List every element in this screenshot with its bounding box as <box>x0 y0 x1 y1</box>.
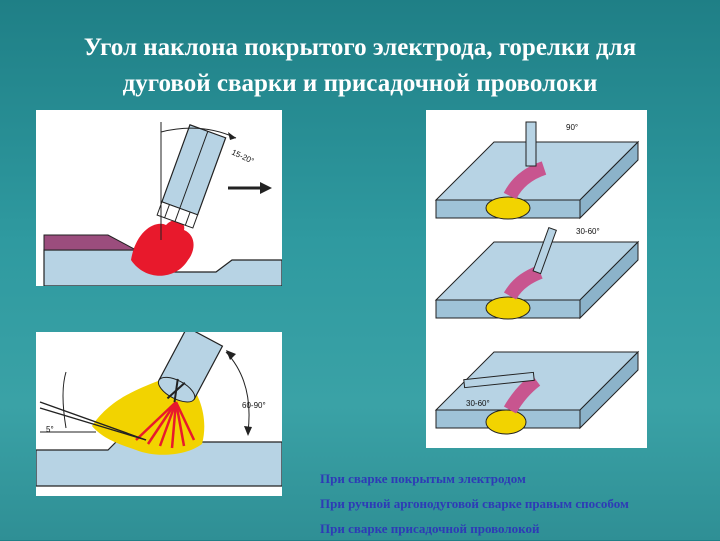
electrode-diagram: 15-20° <box>36 110 282 286</box>
torch-angle-arc <box>225 351 250 433</box>
title-line-2: дуговой сварки и присадочной проволоки <box>122 70 598 97</box>
electrode-core <box>179 131 209 209</box>
arc-rays <box>135 401 196 449</box>
electrode-illustration: 15-20° <box>43 122 282 286</box>
caption-electrode: При сварке покрытым электродом <box>320 471 526 486</box>
electrode-middle <box>532 226 557 275</box>
plates-illustration: 90° 30-60° 30-60° <box>434 121 640 435</box>
weld-bead <box>43 234 137 251</box>
electrode-top <box>525 121 537 167</box>
plate-middle-angle: 30-60° <box>576 227 600 236</box>
arc-flame <box>131 220 194 276</box>
torch-angle-label: 60-90° <box>242 401 266 410</box>
filler-wire <box>39 401 147 441</box>
plate-top-angle: 90° <box>566 123 578 132</box>
plate-bottom-angle: 30-60° <box>466 399 490 408</box>
filler-wire <box>463 371 535 389</box>
wire-angle-label: 5° <box>46 425 54 434</box>
captions: При сварке покрытым электродом При ручно… <box>320 466 715 541</box>
caption-wire: При сварке присадочной проволокой <box>320 521 540 536</box>
electrode-angle-label: 15-20° <box>230 148 255 166</box>
wire-diagram: 5° 60-90° <box>36 332 282 496</box>
slide-title: Угол наклона покрытого электрода, горелк… <box>0 30 720 102</box>
title-line-1: Угол наклона покрытого электрода, горелк… <box>83 34 637 61</box>
wire-illustration: 5° 60-90° <box>36 332 282 487</box>
caption-argon: При ручной аргонодуговой сварке правым с… <box>320 496 629 511</box>
plates-diagram: 90° 30-60° 30-60° <box>426 110 647 448</box>
